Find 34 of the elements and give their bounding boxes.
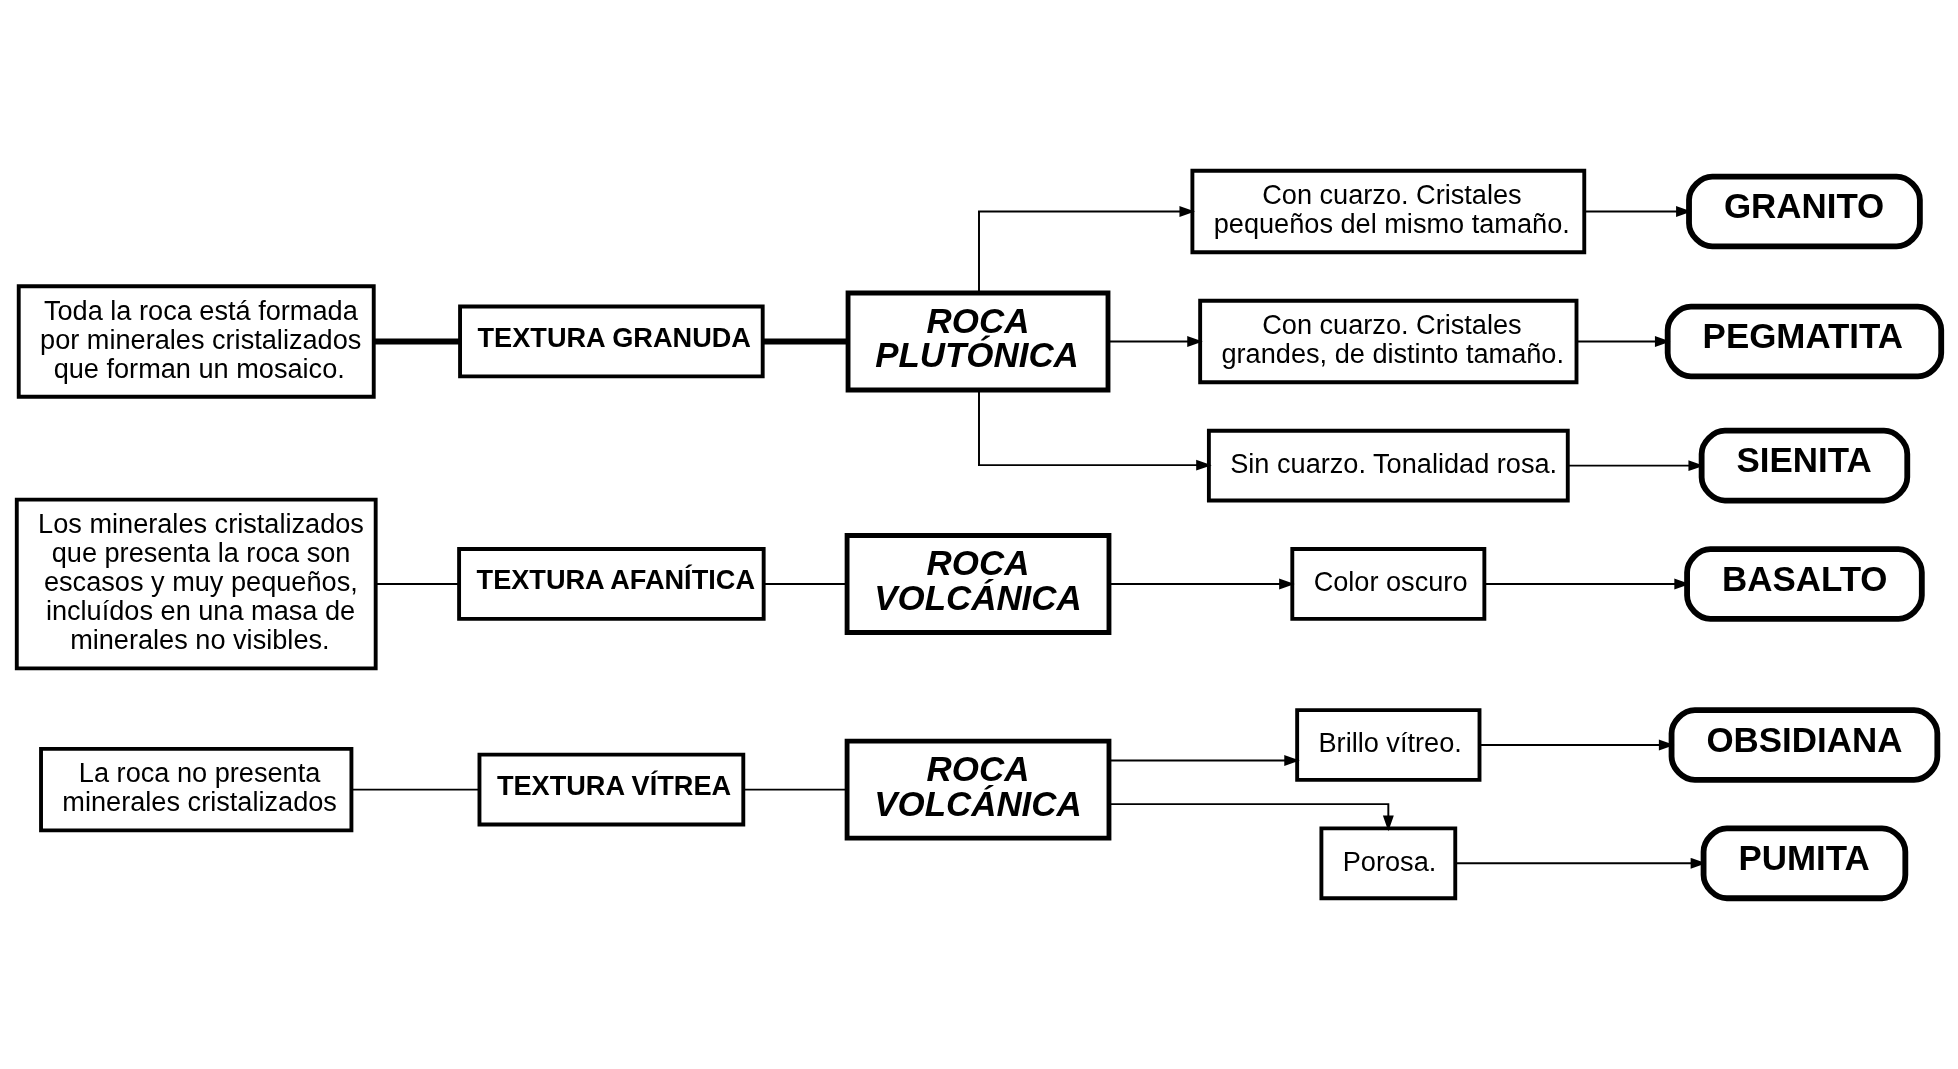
node-box: Color oscuro <box>1290 547 1487 621</box>
node-box: TEXTURA AFANÍTICA <box>457 547 766 621</box>
node-box: La roca no presenta minerales cristalizados <box>39 746 354 833</box>
node-box: Con cuarzo. Cristales pequeños del mismo tamaño. <box>1190 168 1587 255</box>
node-box: PUMITA <box>1700 825 1909 902</box>
node-box: ROCA PLUTÓNICA <box>845 290 1111 393</box>
connector <box>351 788 481 791</box>
arrow <box>1575 336 1671 347</box>
arrow <box>1108 578 1295 590</box>
node-box: TEXTURA VÍTREA <box>477 752 746 827</box>
node-box: Brillo vítreo. <box>1295 708 1482 782</box>
node-box: BASALTO <box>1684 546 1925 622</box>
connector <box>763 338 848 345</box>
node-box: SIENITA <box>1698 427 1911 504</box>
node-box: Porosa. <box>1319 826 1458 901</box>
node-box: ROCA VOLCÁNICA <box>844 533 1112 635</box>
node-box: Con cuarzo. Cristales grandes, de distinto tamaño. <box>1198 298 1579 385</box>
node-box: PEGMATITA <box>1664 303 1945 380</box>
arrow <box>1107 336 1203 347</box>
node-box: ROCA VOLCÁNICA <box>844 738 1112 841</box>
node-box: Toda la roca está formada por minerales cristalizados que forman un mosaico. <box>16 284 376 399</box>
connector <box>762 583 848 585</box>
connector <box>374 583 460 585</box>
node-box: OBSIDIANA <box>1668 707 1941 783</box>
node-box: GRANITO <box>1686 173 1923 250</box>
arrow <box>978 389 1212 471</box>
node-box: Sin cuarzo. Tonalidad rosa. <box>1206 428 1570 503</box>
arrow <box>1108 755 1300 766</box>
connector <box>742 788 848 791</box>
node-box: Los minerales cristalizados que presenta la roca son escasos y muy pequeños, incluídos en una masa de minerales no visibles. <box>14 497 378 671</box>
arrow <box>978 206 1195 294</box>
node-box: TEXTURA GRANUDA <box>458 304 765 379</box>
arrow <box>1108 803 1394 832</box>
connector <box>374 338 460 345</box>
